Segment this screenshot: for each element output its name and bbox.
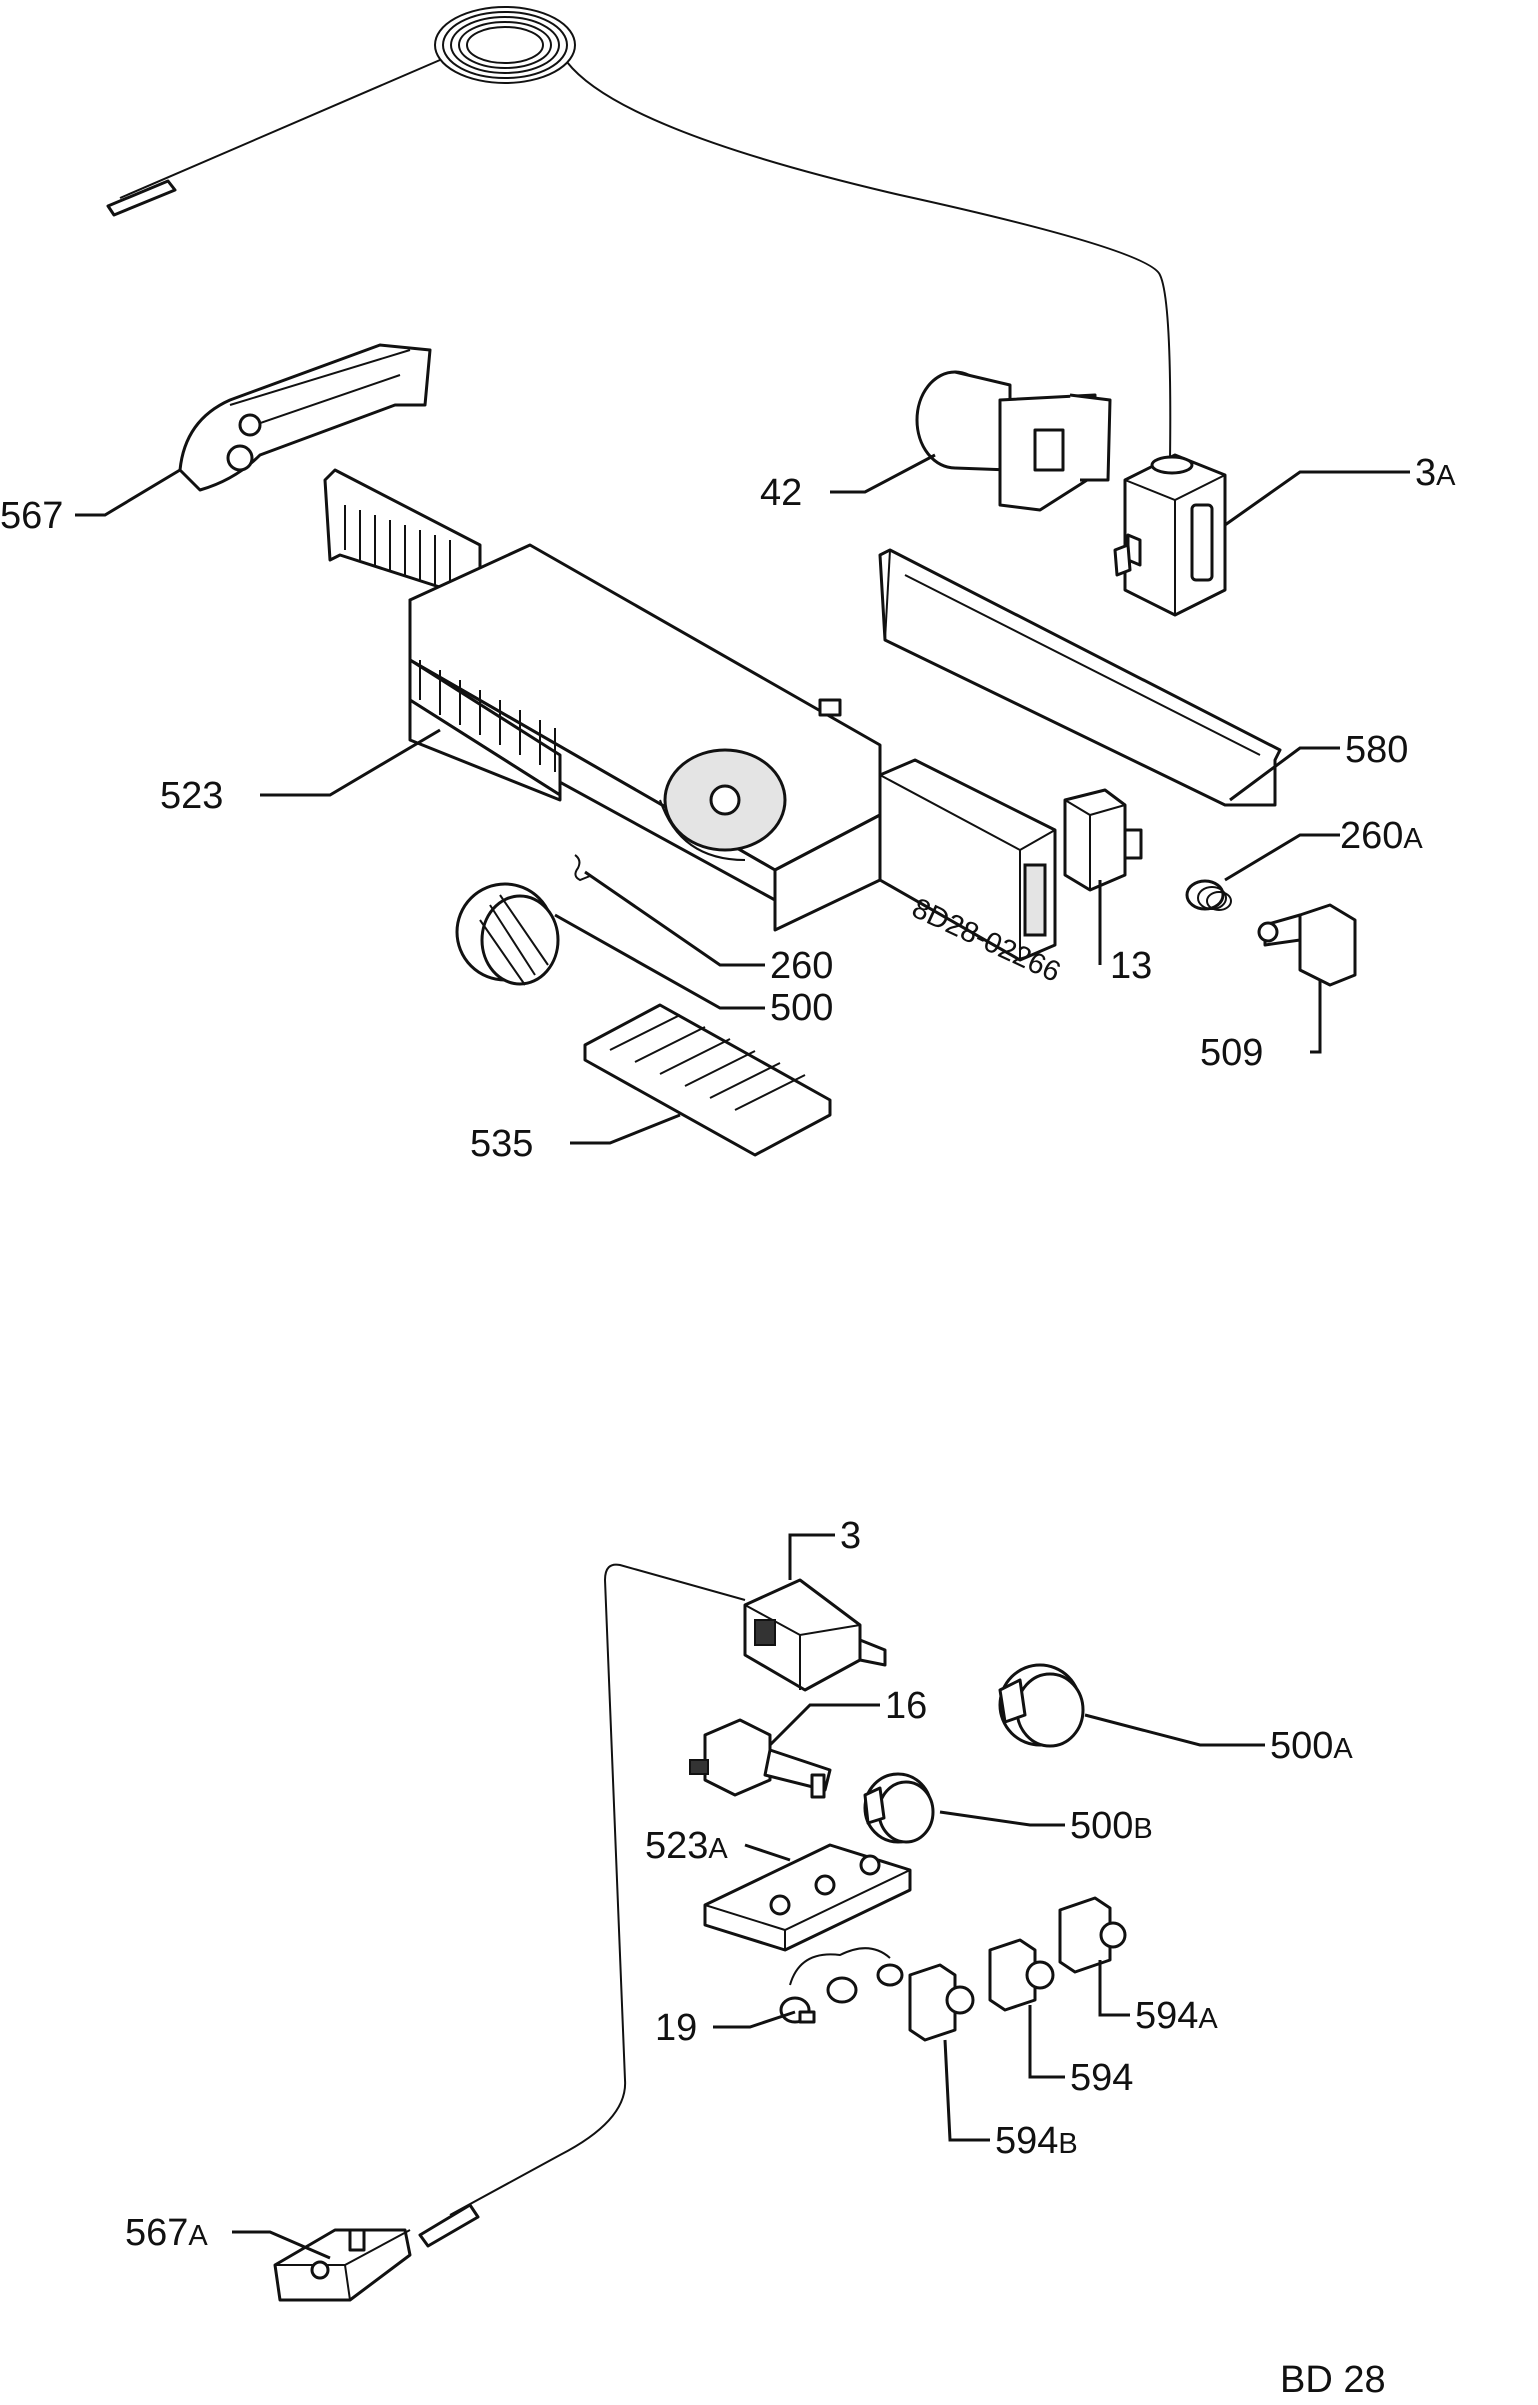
part-509-button <box>1257 903 1357 987</box>
part-500-knob <box>455 882 560 986</box>
capillary-coil <box>106 6 1172 461</box>
part-260-clip <box>574 854 591 882</box>
part-500b-knob <box>863 1772 935 1844</box>
callout-16: 16 <box>885 1685 927 1727</box>
part-594-button <box>988 1938 1055 2012</box>
callout-labels: 567 42 3A 580 523 260A 260 13 500 509 53… <box>0 452 1456 2254</box>
part-523a-lamp-bar <box>703 1843 912 1952</box>
callout-19: 19 <box>655 2007 697 2049</box>
lamp-cover <box>878 758 1057 962</box>
callout-3a: 3A <box>1415 452 1456 494</box>
callout-594: 594 <box>1070 2057 1133 2099</box>
callout-580: 580 <box>1345 729 1408 771</box>
part-19-bulbs <box>779 1947 904 2024</box>
part-594a-button <box>1058 1896 1127 1974</box>
part-42-lamp-holder <box>915 370 1112 512</box>
callout-523a: 523A <box>645 1825 728 1867</box>
callout-3: 3 <box>840 1515 861 1557</box>
part-3-thermostat <box>743 1578 887 1692</box>
part-16-switch <box>689 1718 832 1799</box>
callout-13: 13 <box>1110 945 1152 987</box>
callout-567: 567 <box>0 495 63 537</box>
callout-42: 42 <box>760 472 802 514</box>
part-594b-button <box>908 1963 975 2042</box>
sensor-tip <box>418 2203 480 2248</box>
callout-500a: 500A <box>1270 1725 1353 1767</box>
capillary-tube <box>449 1563 746 2216</box>
part-260a-spring <box>1185 879 1232 911</box>
callout-509: 509 <box>1200 1032 1263 1074</box>
callout-500b: 500B <box>1070 1805 1153 1847</box>
part-567-clamp <box>178 343 432 492</box>
part-567a-clamp <box>273 2228 412 2302</box>
callout-535: 535 <box>470 1123 533 1165</box>
part-500a-knob <box>998 1663 1085 1748</box>
callout-594b: 594B <box>995 2120 1078 2162</box>
part-580-cover-plate <box>878 548 1282 807</box>
callout-523: 523 <box>160 775 223 817</box>
drawing-code: BD 28 <box>1280 2359 1386 2400</box>
part-3a-thermostat <box>1113 453 1227 617</box>
part-523-housing <box>323 468 882 932</box>
callout-594a: 594A <box>1135 1995 1218 2037</box>
callout-567a: 567A <box>125 2212 208 2254</box>
part-13-switch <box>1063 788 1143 892</box>
leader-lines <box>75 453 1410 2260</box>
callout-500: 500 <box>770 987 833 1029</box>
callout-260: 260 <box>770 945 833 987</box>
part-535-grille <box>583 1003 832 1157</box>
callout-260a: 260A <box>1340 815 1423 857</box>
